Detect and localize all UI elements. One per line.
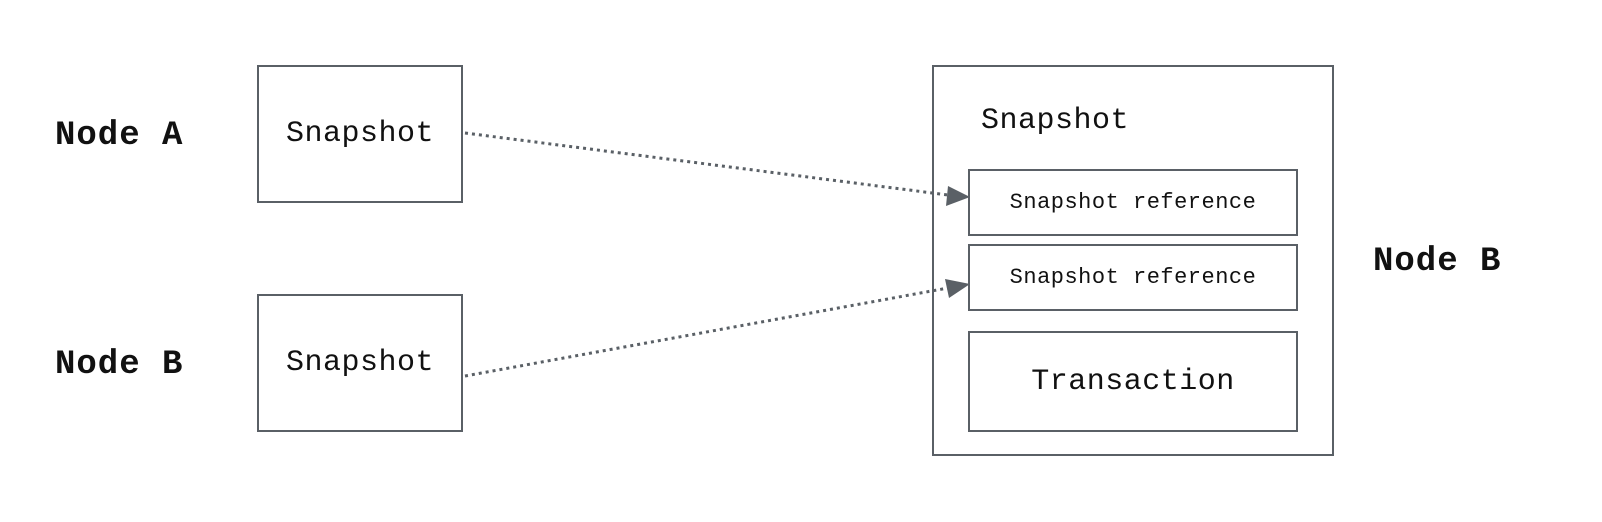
- node-a-snapshot-box: Snapshot: [257, 65, 463, 203]
- snapshot-reference-label-1: Snapshot reference: [1009, 190, 1257, 215]
- arrowhead-1: [946, 186, 970, 206]
- transaction-label: Transaction: [1031, 364, 1235, 399]
- snapshot-reference-box-1: Snapshot reference: [968, 169, 1298, 236]
- arrowhead-2: [945, 279, 970, 298]
- container-node-b-label: Node B: [1373, 243, 1502, 281]
- snapshot-reference-label-2: Snapshot reference: [1009, 265, 1257, 290]
- node-a-snapshot-label: Snapshot: [285, 117, 435, 151]
- arrow-node-b-to-reference-2: [464, 286, 949, 378]
- transaction-box: Transaction: [968, 331, 1298, 432]
- node-b-snapshot-box: Snapshot: [257, 294, 463, 432]
- snapshot-container-title: Snapshot: [981, 104, 1130, 138]
- node-a-label: Node A: [55, 117, 184, 155]
- node-b-snapshot-label: Snapshot: [285, 346, 435, 380]
- snapshot-reference-box-2: Snapshot reference: [968, 244, 1298, 311]
- node-b-label: Node B: [55, 346, 184, 384]
- arrow-node-a-to-reference-1: [464, 131, 949, 197]
